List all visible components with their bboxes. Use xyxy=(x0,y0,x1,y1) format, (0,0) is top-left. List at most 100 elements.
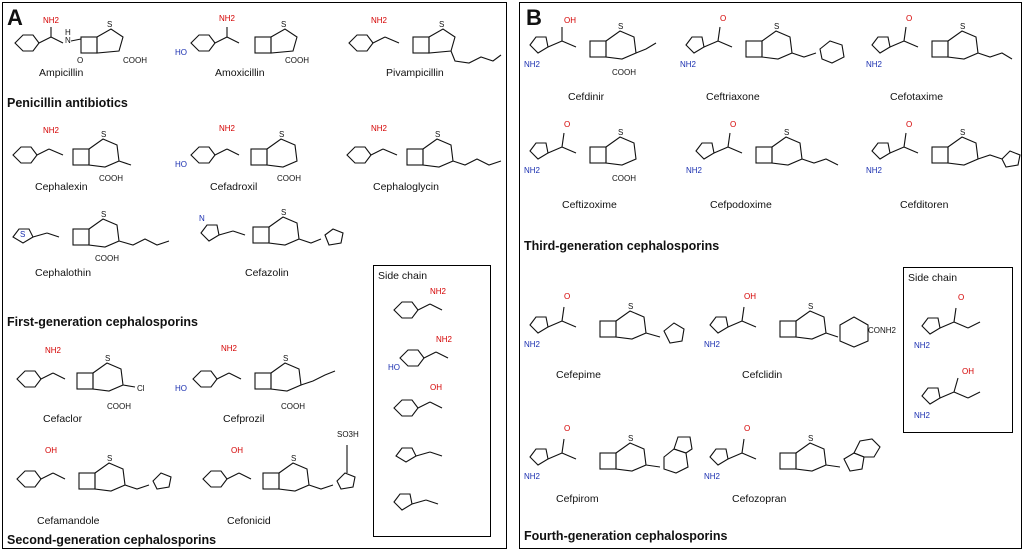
svg-text:NH2: NH2 xyxy=(371,16,388,25)
section-heading: Second-generation cephalosporins xyxy=(7,533,217,547)
svg-text:NH2: NH2 xyxy=(371,124,388,133)
svg-text:OH: OH xyxy=(564,16,576,25)
pivampicillin-structure: NH2 S xyxy=(348,16,502,64)
svg-text:NH2: NH2 xyxy=(43,16,60,25)
svg-text:S: S xyxy=(281,20,286,29)
compound-label: Cefazolin xyxy=(245,267,289,279)
svg-text:SO3H: SO3H xyxy=(337,430,359,439)
svg-text:NH2: NH2 xyxy=(680,60,697,69)
compound-label: Amoxicillin xyxy=(215,67,265,79)
svg-text:S: S xyxy=(628,434,633,443)
svg-text:O: O xyxy=(730,120,736,129)
cefamandole-structure: OH S xyxy=(16,446,172,492)
svg-text:S: S xyxy=(101,210,106,219)
compound-label: Cephalothin xyxy=(35,267,92,279)
svg-text:S: S xyxy=(105,354,110,363)
cefaclor-structure: NH2 S Cl COOH xyxy=(16,346,145,411)
svg-text:O: O xyxy=(564,292,570,301)
side-chain-structures: NH2 O NH2 OH xyxy=(914,293,981,420)
compound-label: Cefepime xyxy=(556,369,601,381)
svg-text:HO: HO xyxy=(175,160,187,169)
svg-text:COOH: COOH xyxy=(95,254,119,263)
svg-text:S: S xyxy=(784,128,789,137)
compound-label: Cephalexin xyxy=(35,181,88,193)
svg-text:NH2: NH2 xyxy=(524,340,541,349)
compound-label: Cefditoren xyxy=(900,199,949,211)
ceftriaxone-structure: NH2 O S xyxy=(680,14,845,69)
svg-text:NH2: NH2 xyxy=(914,341,931,350)
compound-label: Cephaloglycin xyxy=(373,181,439,193)
svg-text:S: S xyxy=(20,230,25,239)
svg-text:S: S xyxy=(808,434,813,443)
svg-text:O: O xyxy=(564,424,570,433)
svg-text:S: S xyxy=(439,20,444,29)
svg-text:S: S xyxy=(808,302,813,311)
cefozopran-structure: NH2 O S xyxy=(704,424,881,481)
cefditoren-structure: NH2 O S xyxy=(866,120,1021,175)
compound-label: Pivampicillin xyxy=(386,67,444,79)
cefotaxime-structure: NH2 O S xyxy=(866,14,1013,69)
panel-b-label: B xyxy=(526,5,542,30)
svg-text:S: S xyxy=(435,130,440,139)
cefdinir-structure: NH2 OH S COOH xyxy=(524,16,657,77)
panel-a-label: A xyxy=(7,5,23,30)
svg-text:NH2: NH2 xyxy=(866,166,883,175)
svg-text:S: S xyxy=(960,22,965,31)
svg-text:S: S xyxy=(618,128,623,137)
svg-text:NH2: NH2 xyxy=(219,14,236,23)
svg-text:N: N xyxy=(199,214,205,223)
svg-text:O: O xyxy=(564,120,570,129)
svg-text:O: O xyxy=(906,14,912,23)
compound-label: Cefotaxime xyxy=(890,91,944,103)
svg-text:O: O xyxy=(77,56,83,65)
svg-text:S: S xyxy=(279,130,284,139)
svg-text:COOH: COOH xyxy=(107,402,131,411)
side-chain-title: Side chain xyxy=(908,272,958,284)
side-chain-title: Side chain xyxy=(378,270,428,282)
ceftizoxime-structure: NH2 O S COOH xyxy=(524,120,637,183)
svg-text:NH2: NH2 xyxy=(866,60,883,69)
svg-text:COOH: COOH xyxy=(99,174,123,183)
svg-text:S: S xyxy=(618,22,623,31)
cefpodoxime-structure: NH2 O S xyxy=(686,120,839,175)
section-heading: Fourth-generation cephalosporins xyxy=(524,529,728,543)
compound-label: Cefprozil xyxy=(223,413,265,425)
svg-text:S: S xyxy=(291,454,296,463)
cefclidin-structure: NH2 OH S CONH2 xyxy=(704,292,897,349)
svg-text:NH2: NH2 xyxy=(914,411,931,420)
svg-text:NH2: NH2 xyxy=(524,166,541,175)
cefonicid-structure: OH S SO3H xyxy=(202,430,359,492)
svg-text:NH2: NH2 xyxy=(430,287,447,296)
svg-text:OH: OH xyxy=(962,367,974,376)
svg-text:OH: OH xyxy=(45,446,57,455)
compound-label: Cefpirom xyxy=(556,493,599,505)
svg-text:N: N xyxy=(65,36,71,45)
svg-text:NH2: NH2 xyxy=(704,472,721,481)
cephalothin-structure: S S COOH xyxy=(12,210,170,263)
svg-text:NH2: NH2 xyxy=(221,344,238,353)
svg-text:O: O xyxy=(744,424,750,433)
cefazolin-structure: N S xyxy=(199,208,344,246)
svg-text:COOH: COOH xyxy=(285,56,309,65)
compound-label: Cefadroxil xyxy=(210,181,258,193)
svg-text:HO: HO xyxy=(175,48,187,57)
svg-text:O: O xyxy=(720,14,726,23)
compound-label: Cefclidin xyxy=(742,369,783,381)
svg-text:OH: OH xyxy=(231,446,243,455)
svg-text:HO: HO xyxy=(388,363,400,372)
svg-text:O: O xyxy=(906,120,912,129)
compound-label: Ceftriaxone xyxy=(706,91,760,103)
svg-text:S: S xyxy=(107,20,112,29)
cefprozil-structure: HO NH2 S COOH xyxy=(175,344,336,411)
svg-text:NH2: NH2 xyxy=(524,60,541,69)
side-chain-box: Side chain NH2 O NH2 OH xyxy=(903,267,1013,433)
svg-text:S: S xyxy=(107,454,112,463)
svg-text:NH2: NH2 xyxy=(43,126,60,135)
svg-text:S: S xyxy=(281,208,286,217)
cefadroxil-structure: HO NH2 S COOH xyxy=(175,124,301,183)
cefepime-structure: NH2 O S xyxy=(524,292,685,349)
